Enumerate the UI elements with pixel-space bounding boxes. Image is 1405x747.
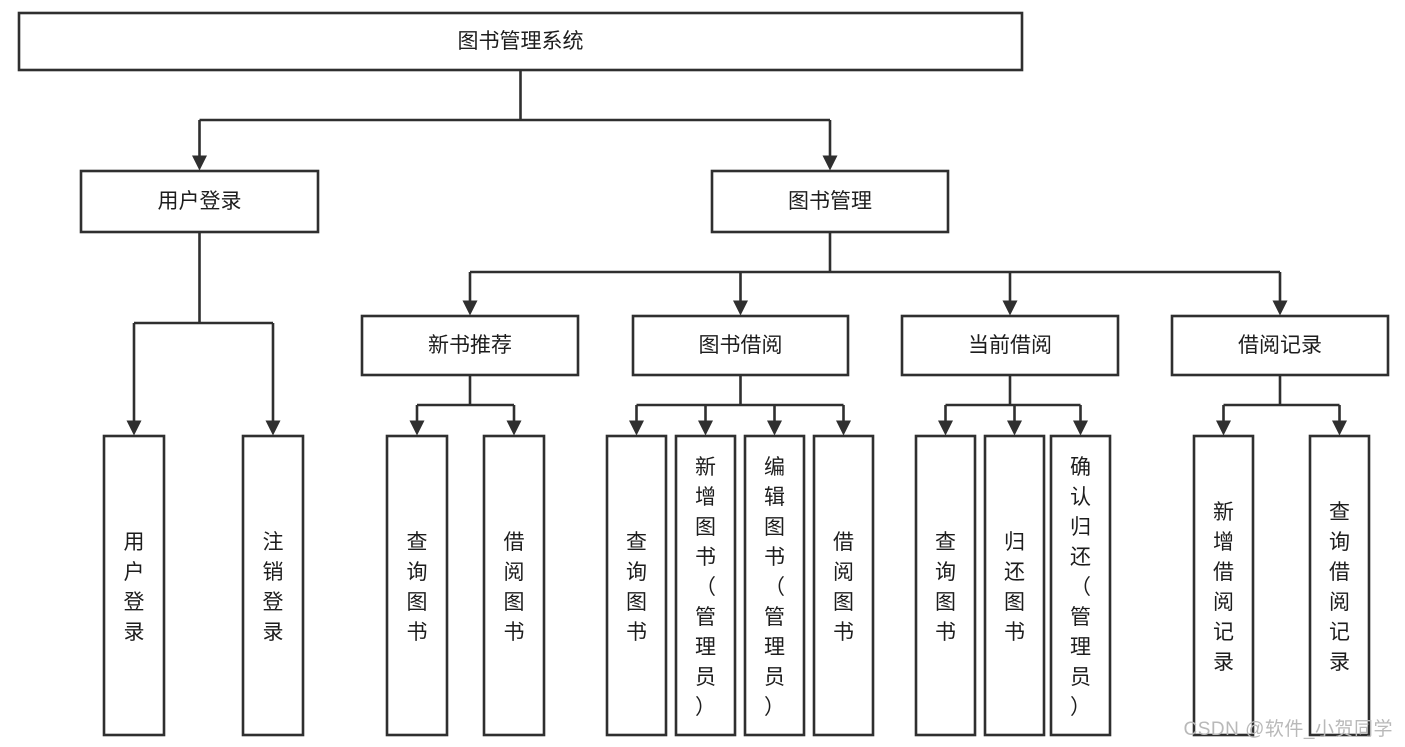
node-label: 查询图书 (626, 531, 647, 644)
node-leaf-query-book-borrow[interactable]: 查询图书 (605, 434, 668, 737)
node-box (79, 169, 320, 234)
node-box (900, 314, 1120, 377)
node-label: 查询图书 (935, 531, 956, 644)
node-label: 借阅图书 (504, 531, 525, 644)
node-box (241, 434, 305, 737)
node-leaf-query-borrow-record[interactable]: 查询借阅记录 (1308, 434, 1371, 737)
node-box (631, 314, 850, 377)
node-box (482, 434, 546, 737)
node-layer: 图书管理系统用户登录图书管理新书推荐图书借阅当前借阅借阅记录用户登录注销登录查询… (17, 11, 1390, 737)
node-user-login[interactable]: 用户登录 (79, 169, 320, 234)
node-label: 借阅图书 (833, 531, 854, 644)
watermark-text: CSDN @软件_小贺同学 (1183, 719, 1393, 740)
node-book-management[interactable]: 图书管理 (710, 169, 950, 234)
node-box (914, 434, 977, 737)
node-box (385, 434, 449, 737)
node-label: 编辑图书（管理员） (764, 456, 785, 719)
node-label: 图书管理 (788, 190, 872, 213)
arrow-head-icon (1002, 300, 1018, 316)
arrow-head-icon (126, 420, 142, 436)
node-box (743, 434, 806, 737)
arrow-head-icon (1272, 300, 1288, 316)
node-label: 注销登录 (263, 531, 284, 644)
node-box (17, 11, 1024, 72)
arrow-head-icon (1332, 420, 1347, 436)
node-box (1170, 314, 1390, 377)
arrow-head-icon (192, 155, 207, 171)
node-leaf-logout[interactable]: 注销登录 (241, 434, 305, 737)
node-box (983, 434, 1046, 737)
node-label: 图书管理系统 (458, 30, 584, 53)
node-book-borrow[interactable]: 图书借阅 (631, 314, 850, 377)
node-leaf-borrow-book-recommend[interactable]: 借阅图书 (482, 434, 546, 737)
node-label: 用户登录 (124, 531, 145, 644)
node-leaf-query-book-recommend[interactable]: 查询图书 (385, 434, 449, 737)
arrow-head-icon (822, 155, 838, 171)
node-new-book-recommend[interactable]: 新书推荐 (360, 314, 580, 377)
node-box (360, 314, 580, 377)
connector-layer (126, 70, 1347, 436)
arrow-head-icon (629, 420, 644, 436)
node-box (605, 434, 668, 737)
node-label: 用户登录 (158, 190, 242, 213)
node-label: 查询借阅记录 (1329, 501, 1350, 674)
node-current-borrow[interactable]: 当前借阅 (900, 314, 1120, 377)
node-label: 新增图书（管理员） (695, 456, 716, 719)
node-leaf-add-book[interactable]: 新增图书（管理员） (674, 434, 737, 737)
node-box (1192, 434, 1255, 737)
node-leaf-user-login[interactable]: 用户登录 (102, 434, 166, 737)
node-leaf-borrow-book[interactable]: 借阅图书 (812, 434, 875, 737)
node-label: 借阅记录 (1238, 334, 1322, 357)
arrow-head-icon (733, 300, 748, 316)
node-box (1049, 434, 1112, 737)
node-leaf-query-book-current[interactable]: 查询图书 (914, 434, 977, 737)
arrow-head-icon (767, 420, 782, 436)
node-label: 查询图书 (407, 531, 428, 644)
node-label: 新书推荐 (428, 334, 512, 357)
node-leaf-add-borrow-record[interactable]: 新增借阅记录 (1192, 434, 1255, 737)
node-label: 当前借阅 (968, 334, 1052, 357)
node-leaf-confirm-return[interactable]: 确认归还（管理员） (1049, 434, 1112, 737)
node-label: 图书借阅 (699, 334, 783, 357)
node-leaf-edit-book[interactable]: 编辑图书（管理员） (743, 434, 806, 737)
node-root-root[interactable]: 图书管理系统 (17, 11, 1024, 72)
arrow-head-icon (506, 420, 522, 436)
arrow-head-icon (836, 420, 851, 436)
node-box (812, 434, 875, 737)
node-box (674, 434, 737, 737)
node-label: 新增借阅记录 (1213, 501, 1234, 674)
node-box (710, 169, 950, 234)
arrow-head-icon (938, 420, 953, 436)
arrow-head-icon (698, 420, 713, 436)
node-label: 归还图书 (1004, 531, 1025, 644)
arrow-head-icon (265, 420, 281, 436)
node-leaf-return-book[interactable]: 归还图书 (983, 434, 1046, 737)
node-box (1308, 434, 1371, 737)
node-box (102, 434, 166, 737)
arrow-head-icon (1007, 420, 1022, 436)
arrow-head-icon (462, 300, 478, 316)
node-label: 确认归还（管理员） (1070, 456, 1091, 719)
node-borrow-records[interactable]: 借阅记录 (1170, 314, 1390, 377)
arrow-head-icon (409, 420, 425, 436)
arrow-head-icon (1216, 420, 1231, 436)
arrow-head-icon (1073, 420, 1088, 436)
